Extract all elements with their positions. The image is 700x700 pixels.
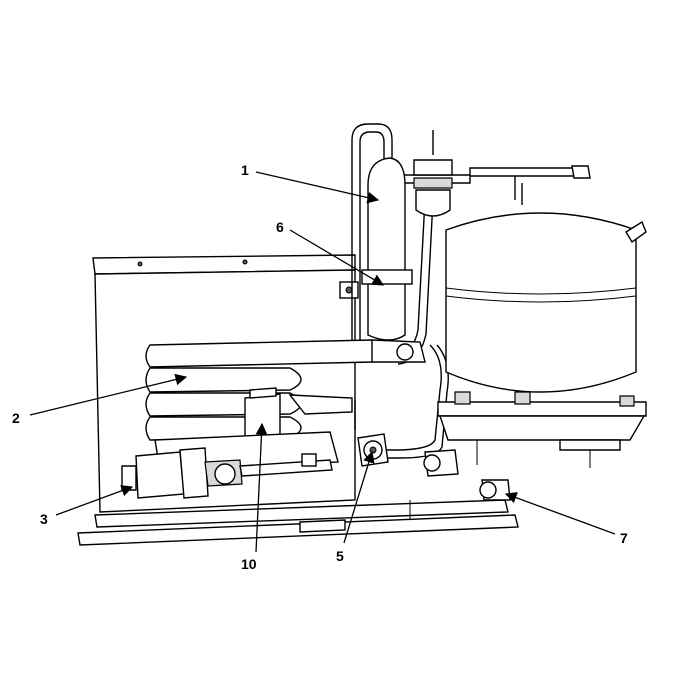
service-valve — [357, 433, 389, 467]
callout-10: 10 — [241, 556, 257, 572]
callout-6: 6 — [276, 219, 284, 235]
valve-assembly — [121, 431, 339, 499]
callout-3: 3 — [40, 511, 48, 527]
callout-2: 2 — [12, 410, 20, 426]
accumulator — [361, 157, 413, 341]
condenser-coil — [145, 339, 426, 441]
leader-lines — [29, 171, 616, 553]
leader-1 — [255, 171, 380, 204]
leader-10 — [255, 422, 268, 553]
leader-3 — [55, 485, 134, 516]
fittings — [423, 449, 511, 501]
callout-labels: 1 2 3 5 6 7 10 — [12, 162, 628, 572]
leader-5 — [343, 450, 375, 544]
leader-2 — [29, 373, 188, 416]
callout-1: 1 — [241, 162, 249, 178]
leader-7 — [504, 492, 616, 535]
leader-6 — [289, 229, 385, 286]
base-plate — [77, 499, 519, 546]
callout-7: 7 — [620, 530, 628, 546]
filter-drier — [413, 130, 453, 217]
callout-5: 5 — [336, 548, 344, 564]
compressor — [437, 212, 647, 468]
